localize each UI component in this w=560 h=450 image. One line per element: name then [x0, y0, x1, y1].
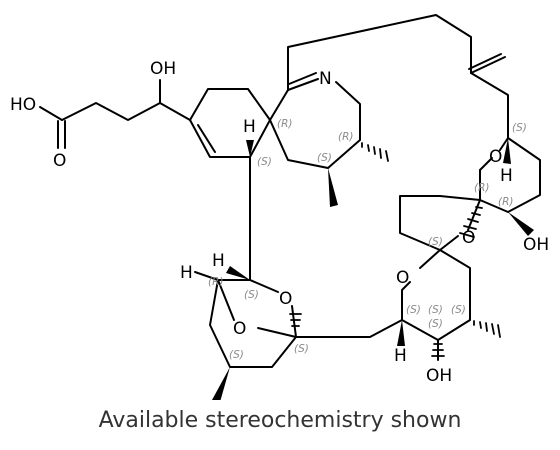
stereo-label: (R)	[474, 182, 490, 194]
atom-h-spiro: H	[243, 117, 256, 137]
stereo-label: (S)	[244, 289, 259, 301]
atom-labels: OH HO O N H O H O OH H H O O O H OH	[10, 59, 549, 386]
molecule-structure: OH HO O N H O H O OH H H O O O H OH (R) …	[10, 14, 549, 400]
hash-methyl-thf	[459, 206, 483, 238]
atom-oh-bottom: OH	[426, 366, 452, 386]
atom-o-ring-right: O	[489, 147, 502, 167]
hash-oh-lower-thp	[431, 343, 445, 357]
stereo-label: (S)	[257, 156, 272, 168]
wedge-spiro-h	[246, 140, 254, 157]
wedge-bonds	[212, 138, 534, 400]
atom-h-thp: H	[394, 346, 407, 366]
stereo-label: (R)	[208, 276, 224, 288]
atom-imine-n: N	[319, 69, 332, 89]
wedge-methyl-bicyclic	[212, 367, 230, 400]
atom-o-thp: O	[396, 268, 409, 288]
wedge-h-lower-thp	[397, 320, 405, 346]
hash-methyl-azepine	[361, 142, 389, 162]
stereo-label: (S)	[294, 343, 309, 355]
hash-o-bicyclic	[289, 313, 302, 327]
stereo-label: (S)	[428, 236, 443, 248]
stereo-label: (S)	[229, 349, 244, 361]
stereo-label: (R)	[277, 118, 293, 130]
stereo-label: (S)	[451, 304, 466, 316]
wedge-h-bicyclic	[226, 266, 250, 280]
atom-oh-right: OH	[523, 235, 549, 255]
atom-h-ring-right: H	[500, 166, 513, 186]
bond-lines	[39, 14, 541, 368]
atom-h-bicyclic-top: H	[212, 251, 225, 271]
stereo-label: (R)	[338, 131, 354, 143]
wedge-oh-right	[508, 212, 534, 236]
hashed-bonds	[289, 142, 501, 357]
atom-o-spiroketal: O	[462, 228, 475, 248]
wedge-h-thp	[503, 138, 511, 164]
caption: Available stereochemistry shown	[98, 408, 462, 433]
hash-methyl-lower-thp	[473, 320, 501, 338]
atom-oh-top: OH	[150, 59, 176, 79]
atom-ho-acid: HO	[10, 95, 36, 115]
wedge-methyl-azepine	[328, 168, 338, 207]
stereo-descriptors: (R) (S) (R) (S) (S) (R) (R) (S) (R) (S) …	[208, 118, 527, 361]
stereo-label: (S)	[317, 152, 332, 164]
atom-o-bicyclic-right: O	[279, 289, 292, 309]
atom-h-bicyclic-left: H	[180, 263, 193, 283]
atom-o-bicyclic-bridge: O	[233, 319, 246, 339]
stereo-label: (S)	[512, 122, 527, 134]
atom-o-carbonyl: O	[53, 151, 66, 171]
stereo-label: (S)	[406, 304, 421, 316]
stereo-label: (S)	[428, 304, 443, 316]
stereo-label: (S)	[428, 318, 443, 330]
stereo-label: (R)	[498, 196, 514, 208]
